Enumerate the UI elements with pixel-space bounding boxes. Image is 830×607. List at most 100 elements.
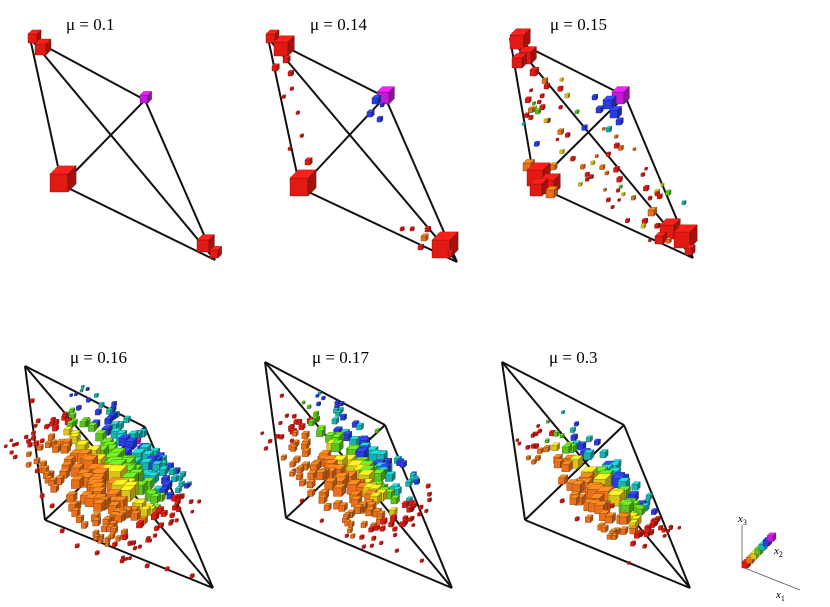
- cube-marker: [265, 29, 280, 44]
- cube-cluster: [265, 29, 459, 259]
- cube-marker: [588, 173, 595, 180]
- cube-marker: [545, 419, 551, 424]
- cube-marker: [318, 494, 328, 504]
- cube-marker: [188, 499, 194, 505]
- cube-marker: [511, 53, 527, 69]
- cube-marker: [593, 438, 601, 446]
- cube-marker: [295, 110, 301, 115]
- cube-marker: [169, 512, 176, 519]
- cube-marker: [525, 444, 531, 450]
- cube-marker: [307, 470, 318, 480]
- cube-marker: [23, 434, 29, 440]
- cube-marker: [124, 556, 129, 562]
- cube-marker: [536, 423, 541, 429]
- cube-marker: [521, 121, 526, 126]
- cube-marker: [304, 157, 313, 166]
- cube-marker: [577, 441, 587, 451]
- cube-marker: [33, 440, 40, 447]
- cube-marker: [150, 511, 160, 521]
- cube-marker: [642, 543, 648, 549]
- cube-marker: [174, 518, 179, 523]
- cube-marker: [615, 188, 621, 193]
- cube-marker: [388, 507, 398, 516]
- cube-marker: [533, 140, 540, 147]
- cube-marker: [601, 126, 606, 131]
- cube-marker: [409, 226, 415, 232]
- cube-marker: [153, 525, 160, 532]
- cube-marker: [388, 520, 395, 528]
- cube-marker: [306, 479, 316, 489]
- cube-marker: [642, 184, 650, 192]
- cube-marker: [604, 512, 617, 524]
- cube-marker: [605, 151, 612, 157]
- cube-marker: [569, 494, 580, 506]
- cube-marker: [104, 416, 113, 425]
- cube-marker: [289, 86, 295, 91]
- panel-mu-0-16: μ = 0.16: [3, 348, 214, 589]
- cube-marker: [209, 245, 223, 259]
- cube-marker: [527, 106, 535, 114]
- cube-marker: [287, 69, 295, 77]
- cube-marker: [528, 114, 534, 121]
- cube-marker: [534, 454, 542, 462]
- cube-marker: [431, 231, 459, 259]
- cube-marker: [350, 533, 356, 539]
- cube-marker: [50, 483, 60, 493]
- cube-marker: [147, 538, 153, 543]
- cube-marker: [583, 449, 595, 461]
- cube-marker: [189, 573, 195, 579]
- cube-marker: [424, 508, 429, 514]
- cube-marker: [641, 217, 649, 225]
- cube-marker: [618, 513, 631, 525]
- cube-marker: [291, 429, 299, 437]
- cube-marker: [447, 249, 455, 257]
- cube-marker: [94, 550, 100, 556]
- cube-marker: [426, 491, 433, 497]
- cube-marker: [273, 35, 295, 57]
- panel-title: μ = 0.16: [70, 348, 127, 367]
- cube-marker: [530, 458, 537, 465]
- cube-marker: [114, 512, 125, 523]
- cube-marker: [536, 447, 544, 455]
- cube-marker: [368, 525, 375, 533]
- cube-marker: [618, 184, 623, 189]
- cube-marker: [610, 204, 615, 210]
- cube-marker: [263, 446, 269, 451]
- cube-marker: [599, 164, 606, 171]
- cube-marker: [647, 238, 652, 243]
- cube-marker: [79, 388, 84, 393]
- cube-marker: [407, 516, 414, 523]
- cube-marker: [534, 107, 542, 115]
- cube-marker: [287, 146, 293, 151]
- cube-marker: [92, 517, 102, 527]
- cube-marker: [74, 543, 80, 549]
- cube-marker: [416, 511, 422, 517]
- cube-marker: [315, 393, 320, 398]
- cube-marker: [384, 471, 396, 482]
- cube-marker: [536, 99, 542, 105]
- cube-marker: [278, 433, 285, 440]
- cube-cluster: [509, 28, 698, 256]
- cube-marker: [87, 422, 98, 432]
- cube-marker: [93, 392, 100, 398]
- cube-marker: [539, 103, 546, 111]
- cube-marker: [570, 433, 579, 442]
- cube-marker: [339, 400, 345, 407]
- cube-marker: [573, 421, 580, 427]
- cube-marker: [613, 134, 619, 139]
- cube-marker: [281, 94, 287, 99]
- cube-marker: [315, 401, 322, 407]
- cube-marker: [626, 560, 631, 565]
- cube-marker: [51, 443, 62, 454]
- cube-marker: [291, 413, 297, 419]
- panel-mu-0-14: μ = 0.14: [265, 15, 459, 263]
- cube-marker: [307, 418, 316, 427]
- cube-marker: [549, 162, 558, 171]
- cube-marker: [44, 440, 53, 449]
- cube-marker: [509, 28, 531, 50]
- cube-marker: [380, 517, 388, 525]
- cube-marker: [427, 497, 433, 503]
- cube-marker: [564, 132, 571, 138]
- cube-marker: [69, 393, 74, 398]
- cube-marker: [605, 197, 611, 203]
